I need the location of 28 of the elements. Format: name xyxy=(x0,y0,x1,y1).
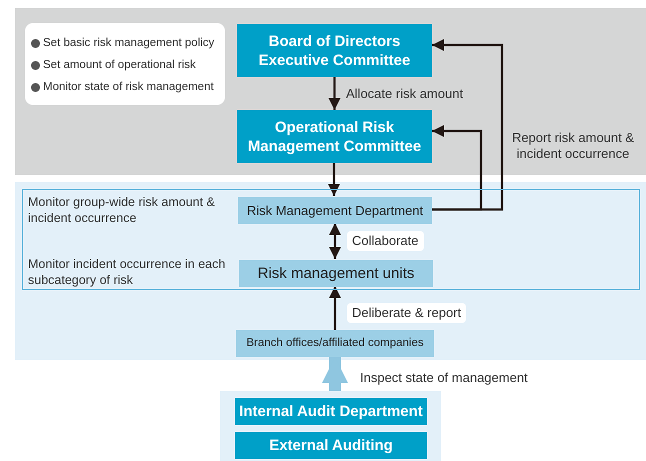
committee-box: Operational Risk Management Committee xyxy=(237,110,432,163)
edge-label: Report risk amount & incident occurrence xyxy=(510,130,636,162)
arrow xyxy=(431,39,504,211)
note-card xyxy=(25,23,225,105)
committee-box: External Auditing xyxy=(235,432,427,459)
arrow xyxy=(329,286,341,330)
audit-panel xyxy=(220,391,441,461)
policy-item: Set basic risk management policy xyxy=(43,37,214,49)
committee-box: Internal Audit Department xyxy=(235,398,427,425)
committee-box xyxy=(237,24,432,77)
edge-label: Deliberate & report xyxy=(347,303,466,323)
department-box: Branch offices/affiliated companies xyxy=(236,330,434,357)
committee-name: Executive Committee xyxy=(258,50,410,70)
role-description: Monitor incident occurrence in each subcategory of risk xyxy=(28,256,226,288)
department-box: Risk Management Department xyxy=(238,197,432,224)
committee-name: Board of Directors xyxy=(268,32,400,50)
department-box: Risk management units xyxy=(239,260,433,287)
arrow xyxy=(328,163,340,196)
arrow xyxy=(329,223,341,259)
edge-label: Allocate risk amount xyxy=(346,86,464,102)
edge-label: Collaborate xyxy=(347,231,424,251)
arrow xyxy=(322,357,348,391)
arrow xyxy=(431,125,482,211)
policy-item: Monitor state of risk management xyxy=(43,81,214,93)
arrow xyxy=(328,77,340,110)
policy-item: Set amount of operational risk xyxy=(43,59,196,71)
edge-label: Inspect state of management xyxy=(360,370,528,386)
role-description: Monitor group-wide risk amount & incident occurrence xyxy=(28,194,216,226)
